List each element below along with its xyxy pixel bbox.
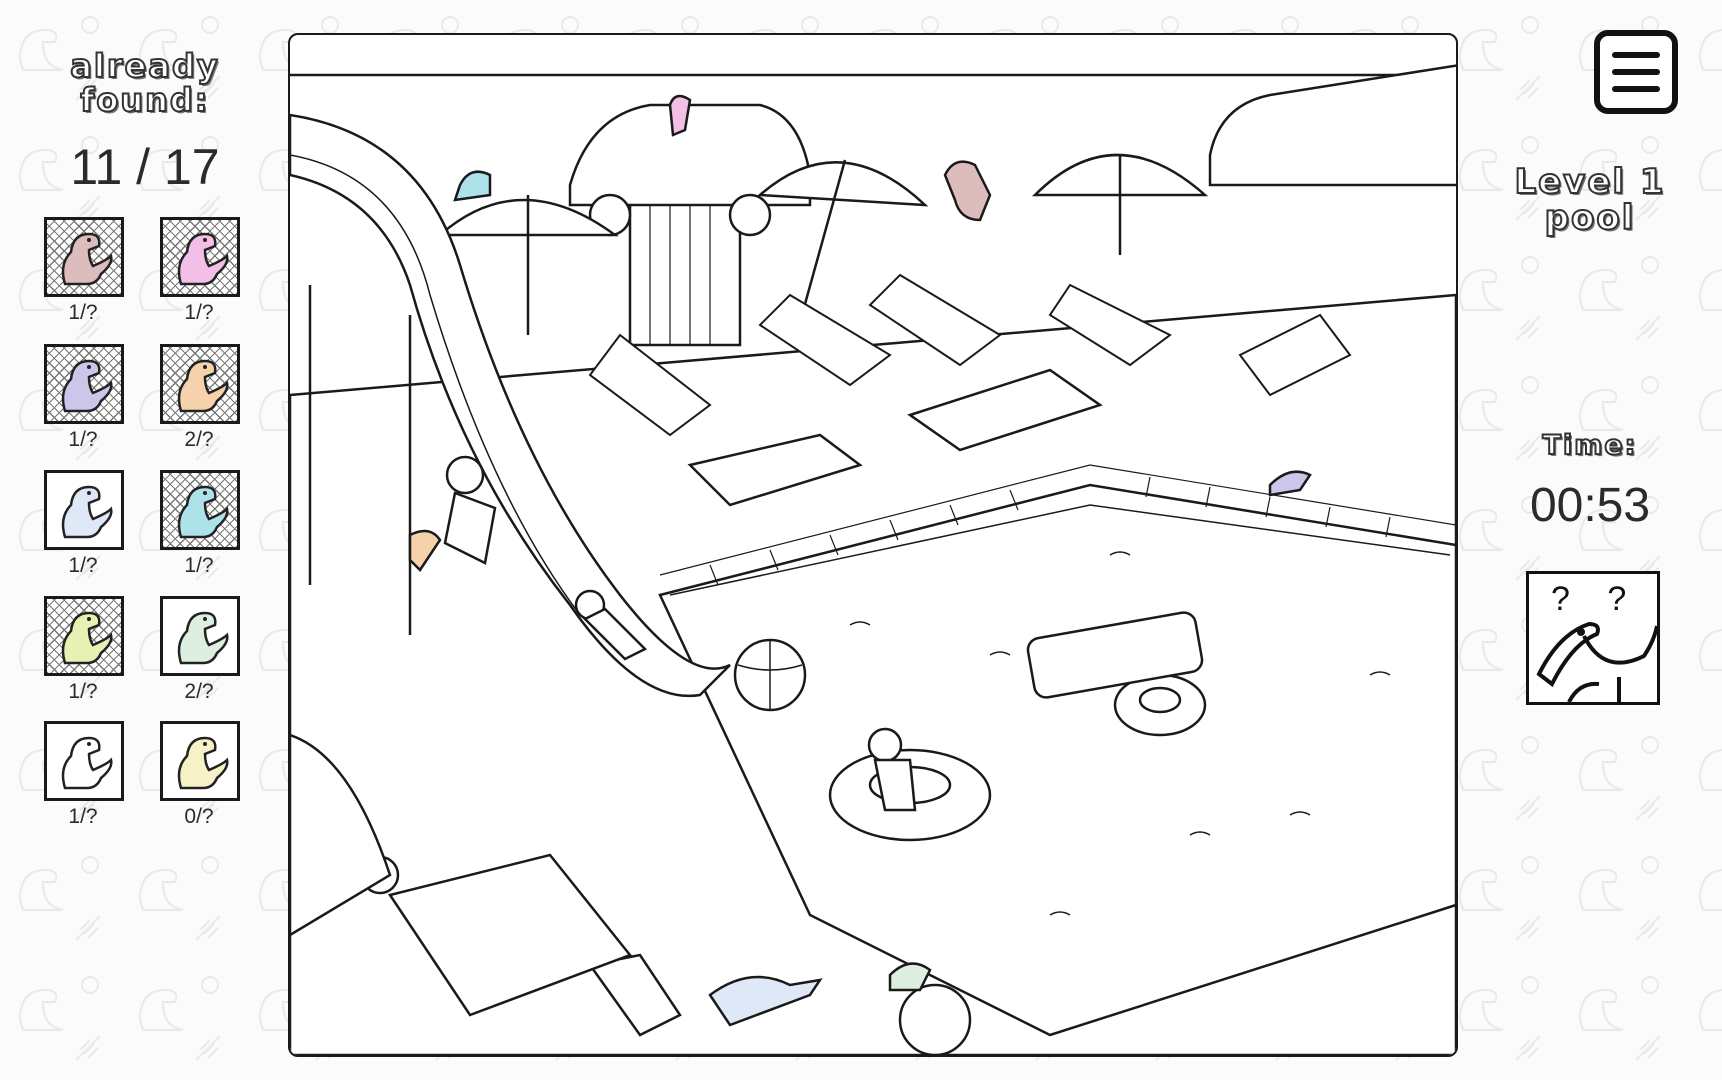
dino-count-label: 2/? <box>184 680 214 703</box>
dino-tile-ankylosaurus[interactable] <box>160 721 240 801</box>
hamburger-menu-icon <box>1612 52 1660 58</box>
found-counter: 11 / 17 <box>70 139 220 195</box>
dino-pterodactyl-icon <box>61 736 113 790</box>
dino-count-label: 1/? <box>68 805 98 828</box>
hint-question-marks: ? ? <box>1551 580 1641 618</box>
dino-green-dino-icon <box>177 611 229 665</box>
dino-count-label: 1/? <box>68 428 98 451</box>
dino-count-label: 1/? <box>68 301 98 324</box>
dino-triceratops-icon <box>61 611 113 665</box>
already-found-heading: already found: <box>69 47 220 119</box>
dino-count-label: 2/? <box>184 428 214 451</box>
menu-button[interactable] <box>1594 30 1678 114</box>
hidden-object-scene[interactable] <box>288 33 1458 1057</box>
dino-stegosaurus-icon <box>61 485 113 539</box>
dino-tile-brachiosaurus[interactable] <box>44 344 124 424</box>
umbrella <box>436 153 1209 341</box>
hint-button[interactable]: ? ? <box>1526 571 1660 705</box>
time-value: 00:53 <box>1529 479 1651 532</box>
dino-parasaurolophus-icon <box>177 359 229 413</box>
dino-tile-t-rex-teal[interactable] <box>160 470 240 550</box>
time-label: Time: <box>1542 430 1638 461</box>
dino-count-label: 0/? <box>184 805 214 828</box>
dino-count-label: 1/? <box>184 554 214 577</box>
dino-t-rex-pink-icon <box>61 232 113 286</box>
dino-brachiosaurus-icon <box>61 359 113 413</box>
hamburger-line <box>1612 86 1660 92</box>
dino-t-rex-teal-icon <box>177 485 229 539</box>
level-name: pool <box>1544 197 1636 238</box>
level-number: Level 1 <box>1513 162 1666 202</box>
pool-scene-illustration <box>290 64 1456 1055</box>
dino-tile-parasaurolophus[interactable] <box>160 344 240 424</box>
dino-ankylosaurus-icon <box>177 736 229 790</box>
dino-count-label: 1/? <box>184 301 214 324</box>
hamburger-line <box>1612 69 1660 75</box>
dino-tile-pink-dino[interactable] <box>160 217 240 297</box>
dino-tile-pterodactyl[interactable] <box>44 721 124 801</box>
dino-tile-stegosaurus[interactable] <box>44 470 124 550</box>
dino-pink-dino-icon <box>177 232 229 286</box>
water-slide <box>290 113 731 698</box>
level-title: Level 1 pool <box>1490 162 1690 238</box>
dino-count-label: 1/? <box>68 554 98 577</box>
dino-tile-triceratops[interactable] <box>44 596 124 676</box>
dino-count-label: 1/? <box>68 680 98 703</box>
hint-dino-icon <box>1536 621 1657 702</box>
dino-tile-t-rex-pink[interactable] <box>44 217 124 297</box>
dino-tile-green-dino[interactable] <box>160 596 240 676</box>
